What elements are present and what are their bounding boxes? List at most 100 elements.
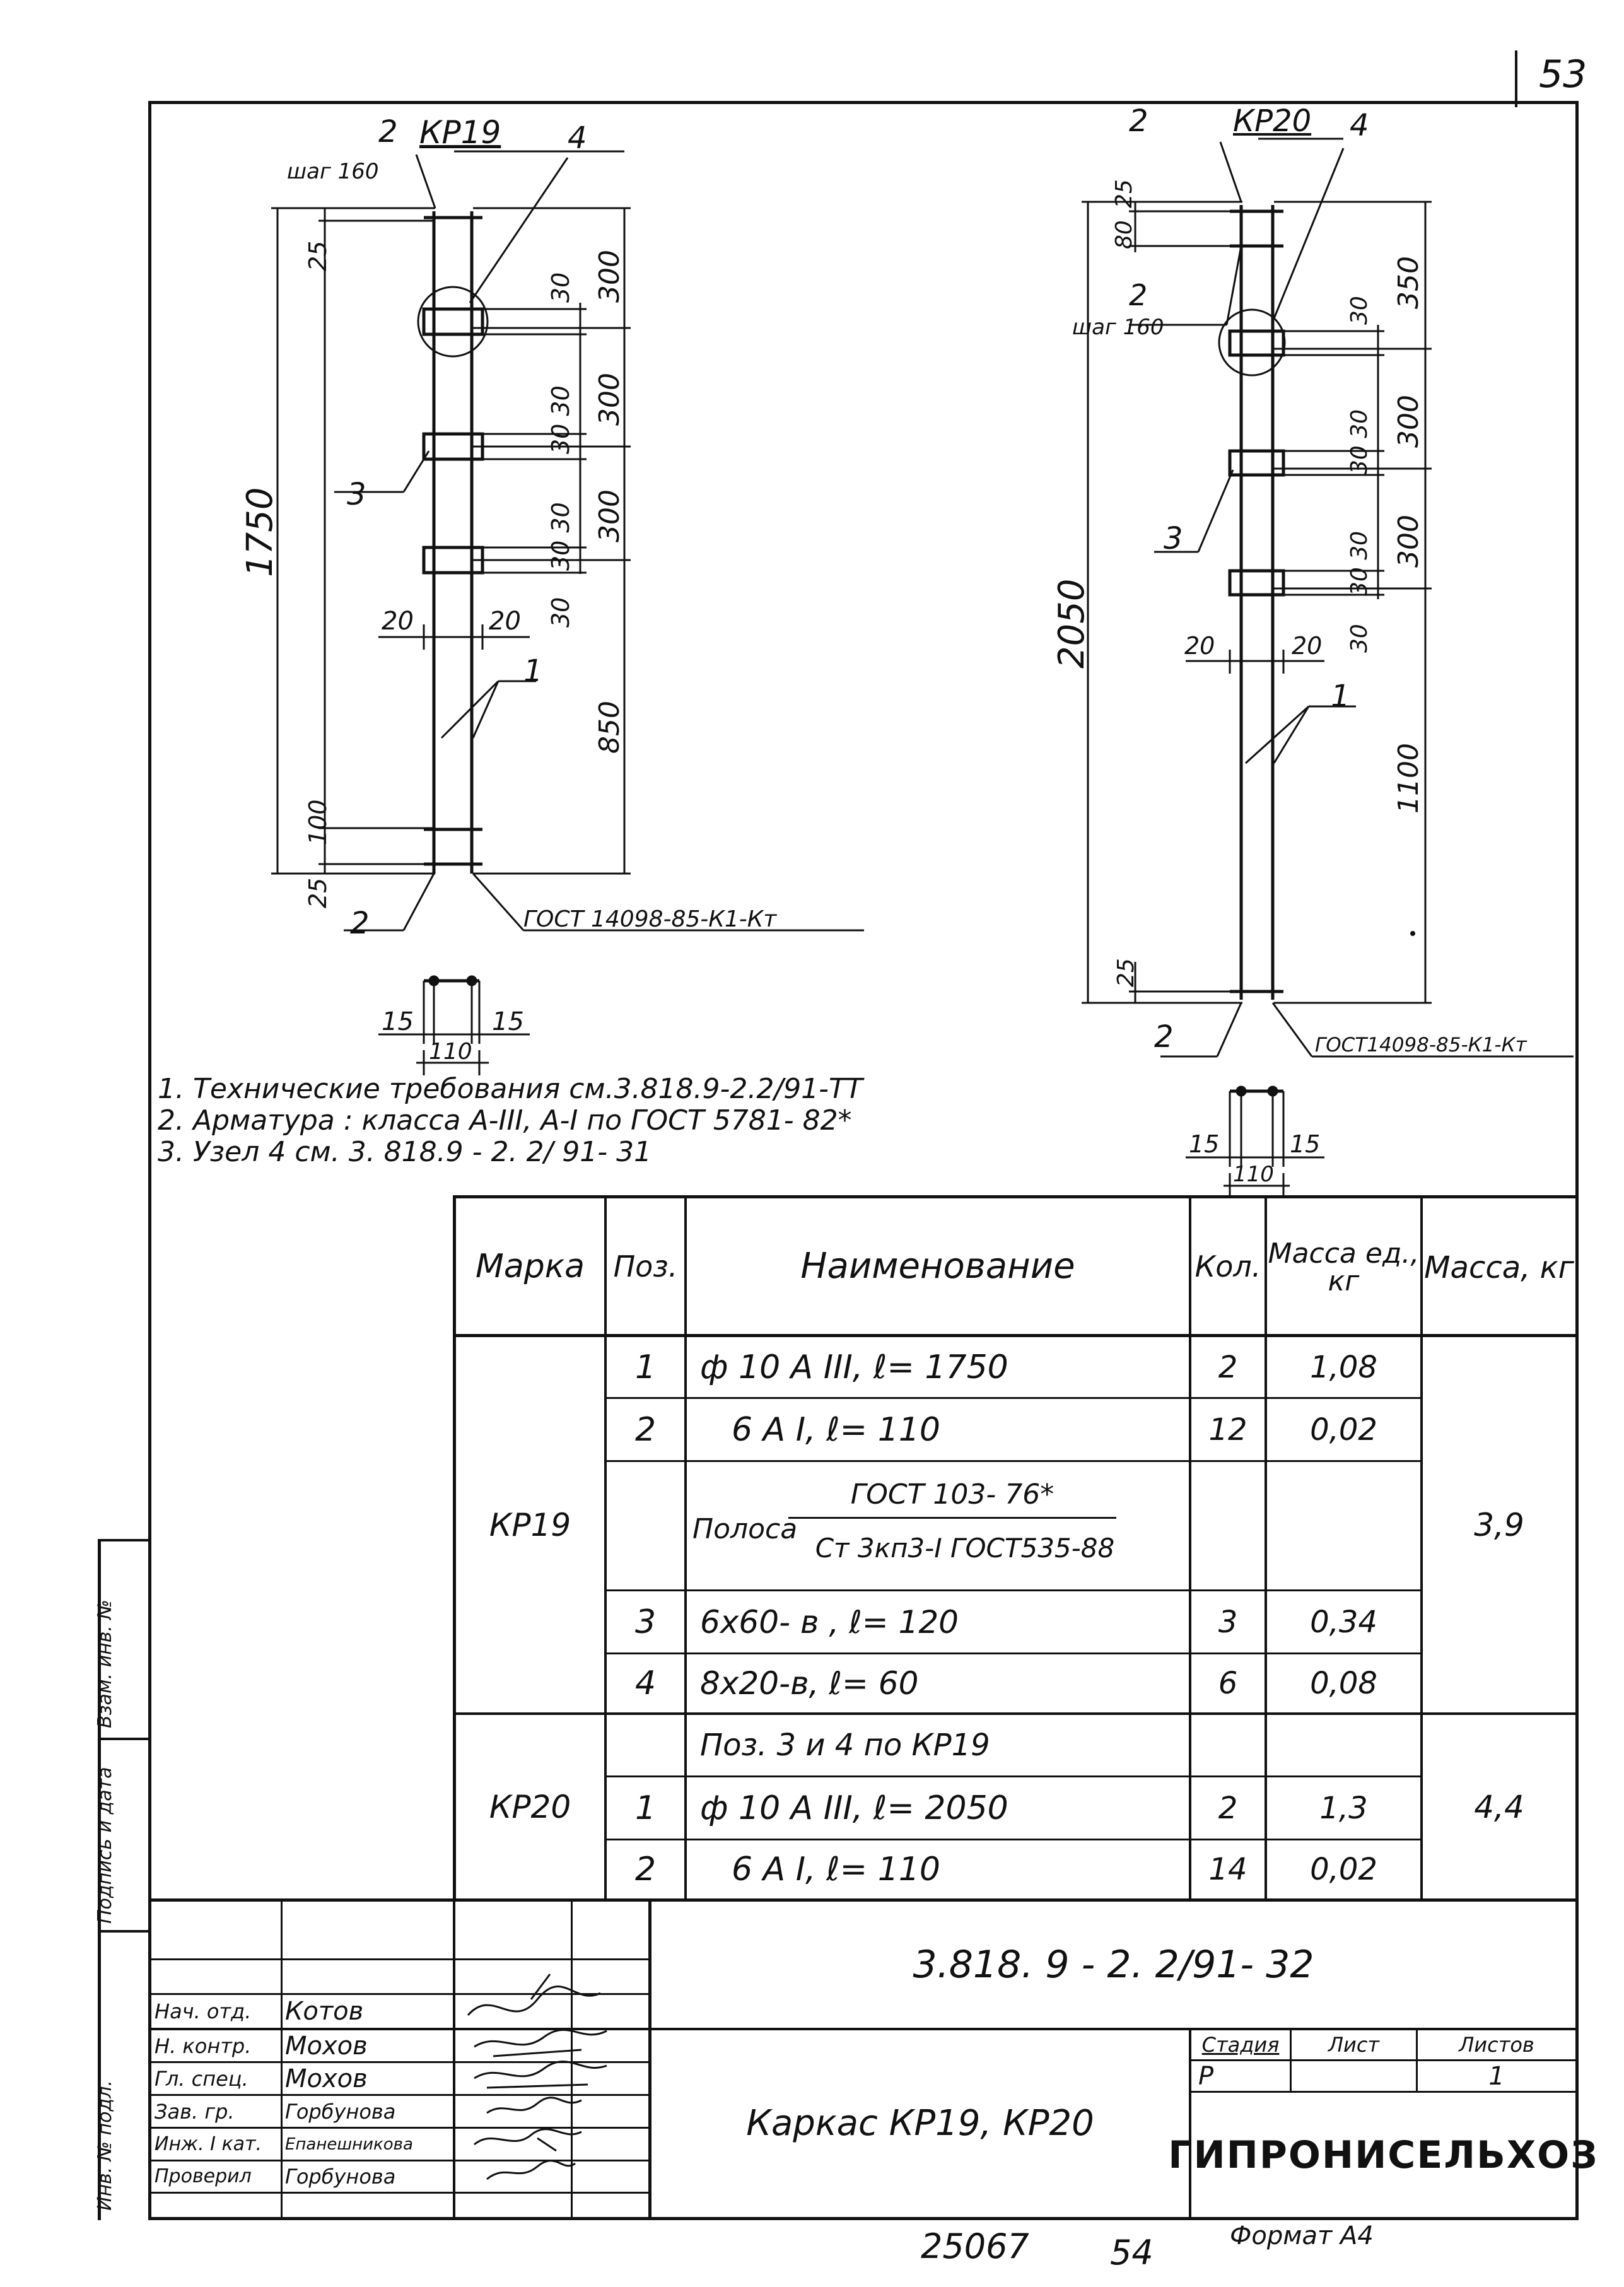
frame-left <box>148 101 151 2220</box>
kr20-section-110: 110 <box>1233 1162 1274 1187</box>
spec-header-qty: Кол. <box>1195 1249 1261 1284</box>
side-strip-left <box>98 1539 101 2220</box>
kr19-dim-20-left: 20 <box>382 607 414 636</box>
copy-number: 54 <box>1110 2233 1154 2272</box>
kr20-pos-bottom: 2 <box>1154 1019 1174 1055</box>
kr19-dim-300-c: 300 <box>593 489 626 542</box>
kr20-section <box>1186 1085 1324 1198</box>
spec-group-kr20-mark: КР20 <box>489 1788 571 1825</box>
kr19-section <box>378 975 530 1075</box>
handwritten-signatures <box>467 1974 607 2180</box>
kr19-dimensions <box>271 150 864 932</box>
kr20-dim-20-left: 20 <box>1184 632 1215 660</box>
spec-strip-label: Полоса <box>692 1513 798 1545</box>
kr20-dim-1100: 1100 <box>1393 743 1425 814</box>
stamp-stage-value: Р <box>1198 2061 1214 2091</box>
kr20-mark: КР20 <box>1233 103 1312 139</box>
kr20-dim-30-d: 30 <box>1347 624 1372 653</box>
stamp-header-stage: Стадия <box>1201 2033 1280 2057</box>
kr20-dim-80: 80 <box>1111 220 1137 249</box>
kr19-dim-30-d: 30 <box>547 597 575 628</box>
kr19-gost: ГОСТ 14098-85-К1-Кт <box>523 906 777 932</box>
frame-right <box>1575 101 1579 2220</box>
kr20-step: шаг 160 <box>1072 315 1164 340</box>
sheet-number-divider <box>1515 50 1517 107</box>
kr20-strip-2 <box>1228 449 1285 477</box>
kr20-dim-350: 350 <box>1393 256 1425 309</box>
kr19-pos-1: 1 <box>523 653 543 689</box>
kr19-pos-bottom: 2 <box>350 906 370 941</box>
kr20-dim-3030-b: 30 30 <box>1347 409 1372 474</box>
kr20-pos-top: 2 <box>1129 103 1148 139</box>
kr20-dim-25-bot: 25 <box>1113 958 1139 987</box>
note-1: 1. Технические требования см.3.818.9-2.2… <box>158 1073 863 1105</box>
drawing-code: 3.818. 9 - 2. 2/91- 32 <box>913 1943 1314 1987</box>
spec-group-kr20-mass: 4,4 <box>1474 1788 1524 1825</box>
kr19-dim-20-right: 20 <box>489 607 521 636</box>
kr20-section-15-right: 15 <box>1290 1130 1321 1158</box>
kr19-section-110: 110 <box>429 1039 472 1065</box>
inventory-number: 25067 <box>921 2226 1029 2266</box>
kr19-mark: КР19 <box>419 114 501 151</box>
kr19-step: шаг 160 <box>287 159 379 184</box>
kr20-dim-300-b: 300 <box>1393 515 1425 568</box>
kr20-section-15-left: 15 <box>1189 1130 1220 1158</box>
kr20-dim-20-right: 20 <box>1292 632 1323 660</box>
kr19-dim-25-bot: 25 <box>304 877 332 908</box>
kr20-dim-30-a: 30 <box>1347 296 1372 325</box>
kr19-section-15-left: 15 <box>382 1007 414 1036</box>
drawing-title: Каркас КР19, КР20 <box>746 2103 1094 2144</box>
frame-bottom <box>148 2217 1579 2220</box>
kr20-pos-1: 1 <box>1331 679 1350 714</box>
kr19-dim-850: 850 <box>593 701 626 754</box>
kr20-dimensions <box>1082 137 1574 1058</box>
spec-strip-gost-top: ГОСТ 103- 76* <box>788 1473 1116 1519</box>
kr20-strip-1 <box>1228 329 1285 357</box>
kr20-strip-3 <box>1228 569 1285 597</box>
spec-header-mass: Масса, кг <box>1424 1250 1574 1285</box>
kr20-gost: ГОСТ14098-85-К1-Кт <box>1315 1034 1527 1056</box>
spec-group-kr19-mass: 3,9 <box>1474 1506 1524 1543</box>
spec-header-name: Наименование <box>800 1245 1075 1287</box>
organization: ГИПРОНИСЕЛЬХОЗ <box>1168 2132 1599 2177</box>
kr20-pos-4: 4 <box>1350 108 1369 143</box>
kr19-node-circle <box>417 286 489 358</box>
kr19-strip-1 <box>422 307 484 336</box>
kr19-dim-100: 100 <box>304 799 332 845</box>
side-strip-sep-2 <box>98 1930 151 1933</box>
kr20-dim-3030-c: 30 30 <box>1347 530 1372 596</box>
kr20-dim-total: 2050 <box>1051 578 1092 669</box>
kr19-section-15-right: 15 <box>492 1007 524 1036</box>
kr19-dim-300-a: 300 <box>593 250 626 303</box>
spec-group-kr19-mark: КР19 <box>489 1506 571 1543</box>
kr19-dim-300-b: 300 <box>593 373 626 426</box>
kr19-dim-3030-b: 30 30 <box>547 385 575 454</box>
stamp-sheet-value <box>1292 2061 1416 2091</box>
sheet-format: Формат А4 <box>1230 2221 1374 2250</box>
kr19-dim-30-a: 30 <box>547 272 575 303</box>
kr19-dim-total: 1750 <box>240 487 281 577</box>
kr20-pos-3: 3 <box>1164 521 1183 556</box>
spec-header-mark: Марка <box>475 1247 585 1285</box>
spec-header-unit-mass: Масса ед., кг <box>1268 1237 1420 1297</box>
spec-strip-gost-bottom: Ст 3кп3-I ГОСТ535-88 <box>815 1533 1115 1564</box>
side-strip-sep-1 <box>98 1738 151 1740</box>
stamp-header-sheets: Листов <box>1459 2033 1534 2057</box>
frame-top <box>148 101 1579 104</box>
kr19-pos-top: 2 <box>378 114 398 149</box>
stamp-sheets-value: 1 <box>1488 2061 1505 2091</box>
kr19-pos-3: 3 <box>347 477 366 512</box>
kr19-dim-25-top: 25 <box>304 240 332 271</box>
note-3: 3. Узел 4 см. 3. 818.9 - 2. 2/ 91- 31 <box>158 1136 652 1168</box>
kr20-dim-300-a: 300 <box>1393 395 1425 448</box>
kr20-dim-25-top: 25 <box>1111 179 1137 208</box>
kr20-drawing <box>1218 205 1286 1000</box>
kr19-drawing <box>417 211 489 874</box>
stray-dot <box>1410 931 1415 936</box>
sheet-number: 53 <box>1539 52 1587 97</box>
spec-header-pos: Поз. <box>613 1249 678 1284</box>
kr19-pos-4: 4 <box>568 120 587 156</box>
kr20-pos-2b: 2 <box>1129 278 1148 312</box>
